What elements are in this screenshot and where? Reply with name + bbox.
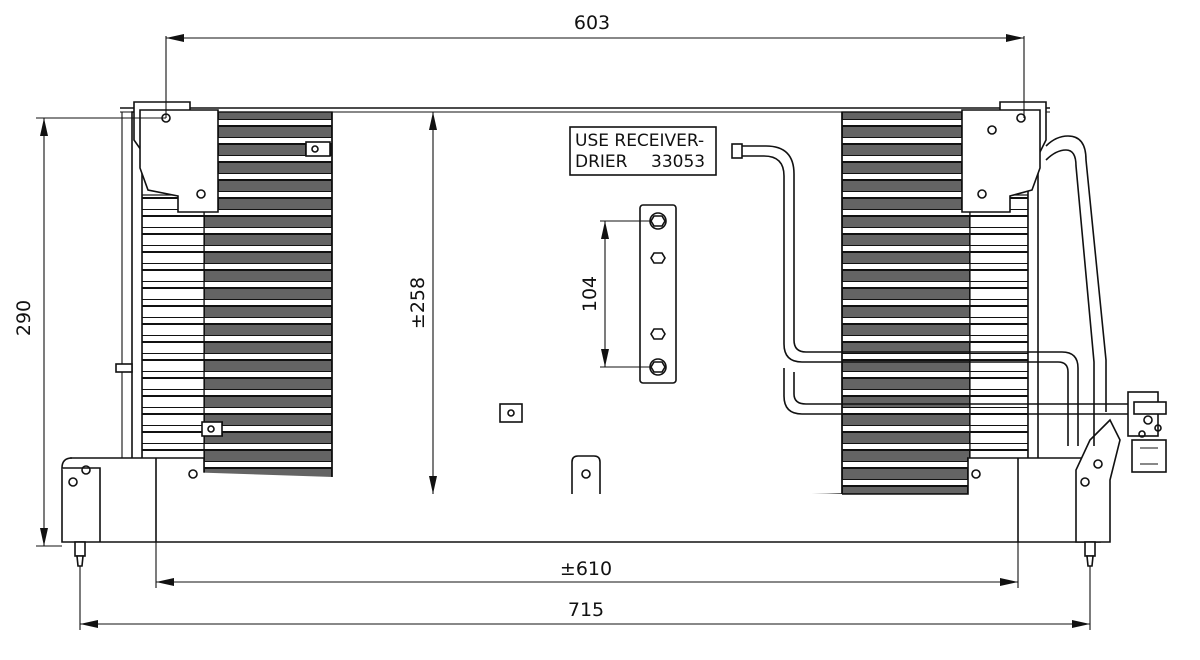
dim-label-258: ±258 — [407, 277, 429, 329]
dim-label-610: ±610 — [560, 558, 612, 580]
dim-label-104: 104 — [579, 276, 601, 312]
dimension-258 — [429, 112, 437, 494]
dimension-715 — [79, 566, 1091, 630]
left-fin-block — [203, 111, 333, 495]
dimension-290 — [36, 117, 166, 547]
right-tube-ends — [969, 194, 1029, 461]
note-line-1: USE RECEIVER- — [575, 131, 704, 151]
left-top-bracket — [133, 101, 331, 437]
dim-label-290: 290 — [13, 300, 35, 336]
left-tube-ends — [141, 194, 205, 461]
refrigerant-pipes — [499, 135, 1167, 473]
dim-label-715: 715 — [568, 599, 604, 621]
right-fin-block — [841, 111, 971, 495]
lower-frame — [61, 418, 1121, 567]
receiver-drier-note: USE RECEIVER- DRIER 33053 — [569, 126, 717, 176]
note-line-2-label: DRIER — [575, 152, 628, 172]
note-line-2-part: 33053 — [651, 152, 705, 172]
dimension-104 — [600, 220, 650, 368]
dimension-603 — [165, 34, 1025, 118]
dim-label-603: 603 — [574, 12, 610, 34]
receiver-drier-bracket — [639, 204, 677, 384]
left-plug — [115, 363, 133, 373]
dimension-610 — [155, 542, 1019, 588]
right-top-bracket — [961, 101, 1047, 213]
